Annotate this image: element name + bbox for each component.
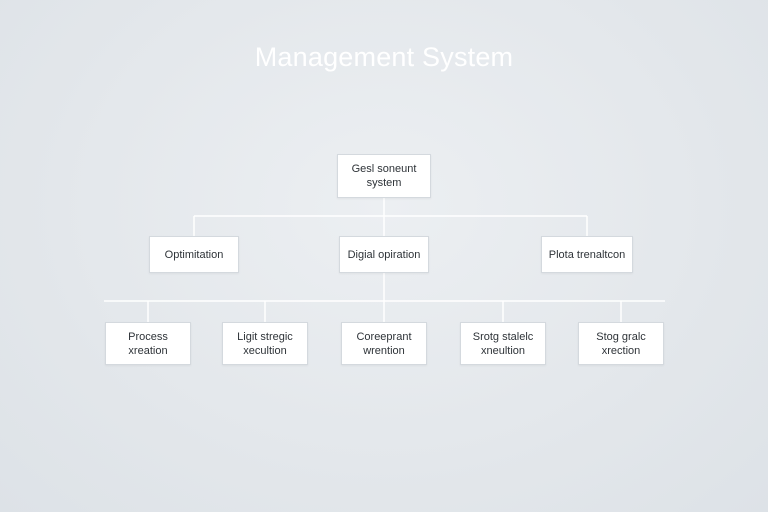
level3-node-4-line2: xneultion [480,344,526,357]
diagram-title: Management System [254,42,514,72]
level2-node-3-label: Plota trenaltcon [548,248,626,261]
level3-node-2-line2: xecultion [243,344,287,357]
level3-node-5-line2: xrection [601,344,641,357]
root-node: Gesl soneunt system [337,154,431,198]
root-node-line2: system [366,177,402,189]
root-node-line1: Gesl soneunt [351,163,417,175]
level3-node-2-line1: Ligit stregic [237,330,293,343]
level3-node-4-line1: Srotg stalelc [472,330,534,343]
level3-node-1-line1: Process [128,330,168,343]
level2-node-1: Optimitation [149,236,239,273]
level3-node-5: Stog gralc xrection [578,322,664,365]
level3-node-1: Process xreation [105,322,191,365]
level3-node-3-line1: Coreeprant [356,330,412,343]
level2-node-1-label: Optimitation [164,248,224,261]
level3-node-2: Ligit stregic xecultion [222,322,308,365]
level2-node-2-label: Digial opiration [347,248,421,261]
level3-node-5-line1: Stog gralc [596,330,646,343]
level2-node-2: Digial opiration [339,236,429,273]
level3-node-3-line2: wrention [363,344,405,357]
level2-node-3: Plota trenaltcon [541,236,633,273]
level3-node-1-line2: xreation [128,344,168,357]
level3-node-4: Srotg stalelc xneultion [460,322,546,365]
level3-node-3: Coreeprant wrention [341,322,427,365]
